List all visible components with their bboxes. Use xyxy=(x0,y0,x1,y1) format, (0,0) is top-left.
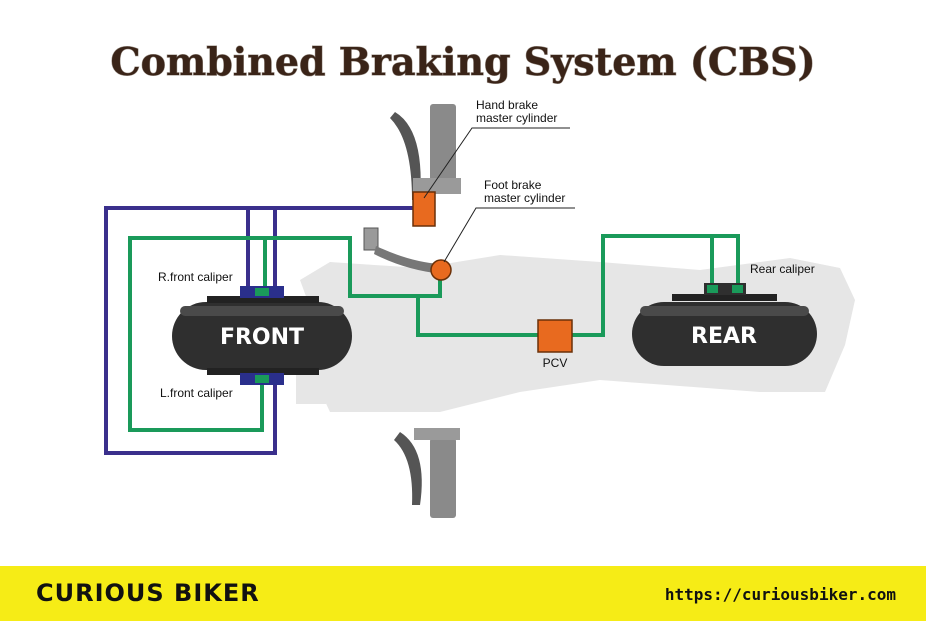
front-right-caliper xyxy=(207,286,319,303)
label-leader-lines xyxy=(423,127,575,263)
rear-tire: REAR xyxy=(632,302,817,366)
rear-tire-label: REAR xyxy=(691,324,757,349)
foot-brake-label-line2: master cylinder xyxy=(484,191,565,205)
rear-caliper xyxy=(672,283,777,301)
site-url[interactable]: https://curiousbiker.com xyxy=(664,585,896,604)
hand-brake-lever xyxy=(390,104,461,200)
pcv-valve xyxy=(537,319,573,353)
hand-brake-master-cylinder xyxy=(412,191,436,227)
foot-brake-master-cylinder xyxy=(430,259,452,281)
hand-brake-hydraulic-line xyxy=(104,206,422,455)
brand-logo: CURIOUS BIKER xyxy=(36,579,260,607)
pcv-label: PCV xyxy=(543,356,568,370)
front-tire: FRONT xyxy=(172,302,352,370)
front-left-caliper xyxy=(207,368,319,385)
diagram-title: Combined Braking System (CBS) xyxy=(110,39,815,84)
rear-caliper-label: Rear caliper xyxy=(750,262,815,276)
foot-brake-pedal xyxy=(363,227,442,274)
hand-brake-label-line1: Hand brake xyxy=(476,98,538,112)
footer-bar: CURIOUS BIKER https://curiousbiker.com xyxy=(0,566,926,621)
left-hand-grip xyxy=(394,428,460,518)
hand-brake-label-line2: master cylinder xyxy=(476,111,557,125)
brand-name: CURIOUS BIKER xyxy=(36,579,260,607)
foot-brake-label-line1: Foot brake xyxy=(484,178,542,192)
foot-brake-hydraulic-line xyxy=(128,234,740,432)
front-tire-label: FRONT xyxy=(220,325,304,350)
r-front-caliper-label: R.front caliper xyxy=(158,270,233,284)
l-front-caliper-label: L.front caliper xyxy=(160,386,233,400)
